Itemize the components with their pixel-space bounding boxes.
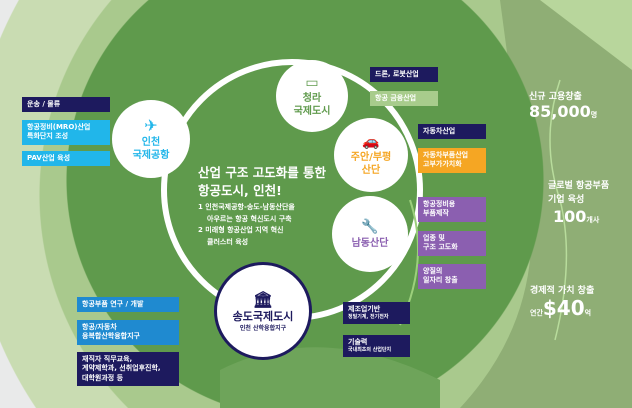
- box-automotive: 자동차산업: [418, 124, 486, 140]
- node-namdong[interactable]: 🔧 남동산단: [332, 196, 408, 272]
- airplane-icon: ✈: [144, 115, 158, 135]
- stat-economic-value: 경제적 가치 창출 연간$40억: [530, 286, 595, 320]
- stat-new-jobs: 신규 고용창출 85,000명: [529, 92, 598, 121]
- stat-global-companies: 글로벌 항공부품 기업 육성 100개사: [548, 181, 610, 226]
- car-icon: 🚗: [362, 133, 380, 150]
- box-rnd: 항공부품 연구 / 개발: [77, 297, 179, 313]
- box-drone-robot: 드론, 로봇산업: [370, 67, 438, 83]
- node-incheon-airport[interactable]: ✈ 인천 국제공항: [112, 100, 190, 178]
- node-juan-bupyeong[interactable]: 🚗 주안/부평 산단: [334, 118, 408, 192]
- laptop-icon: ▭: [305, 74, 319, 91]
- wrench-icon: 🔧: [361, 219, 379, 236]
- building-icon: 🏛: [252, 289, 274, 309]
- node-songdo[interactable]: 🏛 송도국제도시 인천 산학융합지구: [214, 262, 312, 360]
- box-education: 재직자 직무교육,계약제학과, 선취업후진학,대학원과정 등: [77, 352, 179, 387]
- node-cheongra[interactable]: ▭ 청라 국제도시: [276, 60, 348, 132]
- box-aviation-finance: 항공 금융산업: [370, 91, 438, 107]
- box-transport-logistics: 운송 / 물류: [22, 97, 110, 113]
- box-pav: PAV산업 육성: [22, 151, 110, 167]
